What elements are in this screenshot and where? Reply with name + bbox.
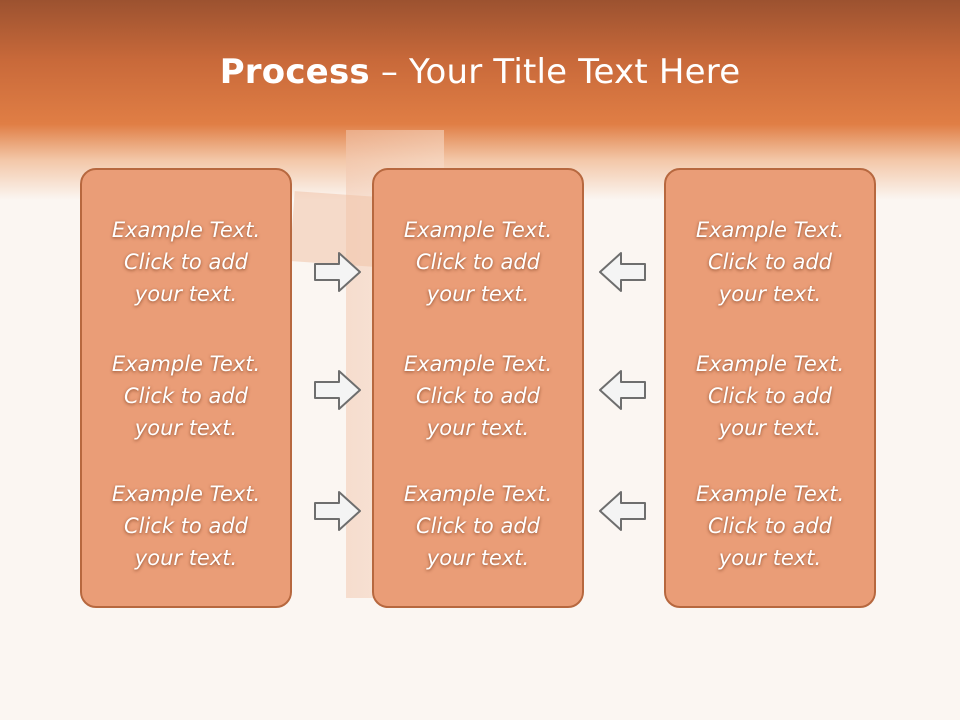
text-block[interactable]: Example Text. Click to add your text. bbox=[666, 478, 874, 574]
text-line: your text. bbox=[426, 416, 530, 440]
text-line: Example Text. bbox=[111, 482, 261, 506]
text-line: your text. bbox=[426, 282, 530, 306]
text-line: Click to add bbox=[707, 384, 832, 408]
text-line: your text. bbox=[134, 282, 238, 306]
text-line: Example Text. bbox=[695, 218, 845, 242]
arrow-left-icon[interactable] bbox=[597, 368, 647, 412]
text-line: Example Text. bbox=[111, 218, 261, 242]
process-box-center[interactable]: Example Text. Click to add your text. Ex… bbox=[372, 168, 584, 608]
title-banner bbox=[0, 0, 960, 200]
arrow-right-icon[interactable] bbox=[313, 489, 363, 533]
text-line: your text. bbox=[718, 416, 822, 440]
text-line: Click to add bbox=[415, 514, 540, 538]
arrow-left-icon[interactable] bbox=[597, 489, 647, 533]
text-line: Click to add bbox=[415, 250, 540, 274]
text-line: your text. bbox=[134, 416, 238, 440]
text-line: Example Text. bbox=[403, 482, 553, 506]
text-line: your text. bbox=[426, 546, 530, 570]
text-line: Click to add bbox=[707, 250, 832, 274]
slide-title[interactable]: Process – Your Title Text Here bbox=[0, 52, 960, 92]
text-block[interactable]: Example Text. Click to add your text. bbox=[374, 478, 582, 574]
text-line: Click to add bbox=[123, 250, 248, 274]
text-line: Click to add bbox=[415, 384, 540, 408]
text-line: your text. bbox=[718, 282, 822, 306]
text-line: Click to add bbox=[123, 514, 248, 538]
title-bold: Process bbox=[219, 52, 370, 92]
text-block[interactable]: Example Text. Click to add your text. bbox=[82, 478, 290, 574]
text-block[interactable]: Example Text. Click to add your text. bbox=[82, 214, 290, 310]
text-block[interactable]: Example Text. Click to add your text. bbox=[374, 214, 582, 310]
text-block[interactable]: Example Text. Click to add your text. bbox=[374, 348, 582, 444]
arrow-right-icon[interactable] bbox=[313, 368, 363, 412]
text-line: Example Text. bbox=[695, 352, 845, 376]
text-line: your text. bbox=[718, 546, 822, 570]
text-line: Click to add bbox=[123, 384, 248, 408]
text-block[interactable]: Example Text. Click to add your text. bbox=[666, 214, 874, 310]
text-line: Example Text. bbox=[695, 482, 845, 506]
process-box-right[interactable]: Example Text. Click to add your text. Ex… bbox=[664, 168, 876, 608]
text-block[interactable]: Example Text. Click to add your text. bbox=[82, 348, 290, 444]
arrow-left-icon[interactable] bbox=[597, 250, 647, 294]
text-line: Example Text. bbox=[111, 352, 261, 376]
text-line: your text. bbox=[134, 546, 238, 570]
text-line: Click to add bbox=[707, 514, 832, 538]
process-box-left[interactable]: Example Text. Click to add your text. Ex… bbox=[80, 168, 292, 608]
text-block[interactable]: Example Text. Click to add your text. bbox=[666, 348, 874, 444]
title-rest: – Your Title Text Here bbox=[369, 52, 741, 92]
text-line: Example Text. bbox=[403, 218, 553, 242]
arrow-right-icon[interactable] bbox=[313, 250, 363, 294]
text-line: Example Text. bbox=[403, 352, 553, 376]
